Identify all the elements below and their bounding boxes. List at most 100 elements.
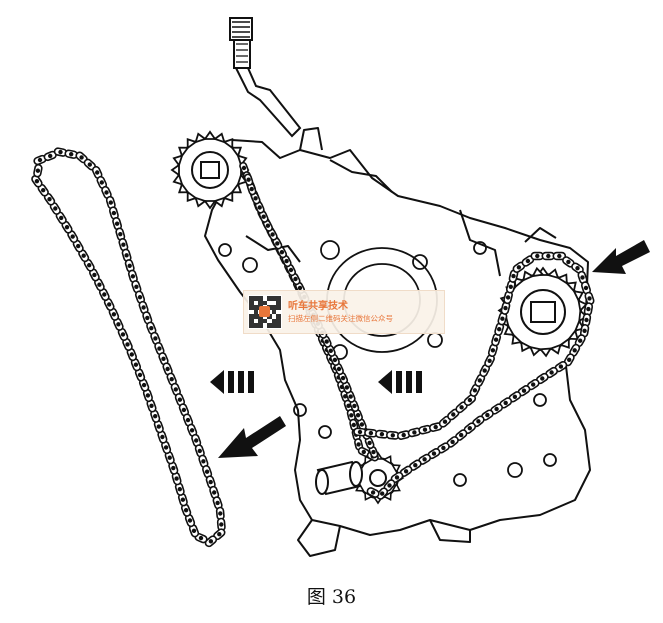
chain-pin (401, 432, 406, 438)
chain-pin (516, 265, 522, 270)
chain-pin (485, 412, 490, 418)
chain-pin (380, 491, 385, 496)
chain-pin (145, 393, 151, 398)
chain-pin (371, 449, 376, 455)
input-shaft (229, 17, 302, 138)
chain-pin (477, 378, 482, 383)
chain-pin (487, 358, 492, 363)
chain-pin (370, 490, 376, 495)
chain-pin (141, 305, 146, 310)
chain-pin (134, 284, 139, 289)
chain-pin (111, 312, 117, 317)
chain-pin (580, 275, 585, 280)
chain-pin (265, 223, 271, 228)
chain-pin (359, 422, 365, 427)
chain-pin (467, 426, 472, 431)
chain-pin (557, 253, 562, 259)
chain-pin (413, 463, 418, 468)
chain-pin (558, 364, 564, 369)
chain-pin (53, 206, 58, 211)
chain-pin (583, 285, 589, 291)
chain-pin (467, 397, 473, 403)
chain-pin (379, 432, 385, 437)
chain-pin (293, 276, 298, 282)
chain-pin (525, 258, 531, 264)
chain-pin (102, 292, 107, 297)
chain-pin (336, 366, 342, 372)
chain-pin (575, 266, 580, 271)
chain-pin (582, 328, 587, 333)
chain-pin (37, 157, 43, 163)
chain-pin (493, 337, 499, 342)
chain-pin (47, 153, 53, 159)
chain-pin (165, 366, 170, 372)
chain-pin (189, 428, 195, 433)
chain-pin (212, 490, 217, 495)
chain-pin (108, 200, 114, 205)
chain-pin (584, 317, 589, 323)
chain-pin (500, 316, 505, 321)
chain-pin (394, 475, 400, 480)
chain-pin (183, 508, 189, 513)
chain-pin (275, 241, 280, 246)
chain-pin (549, 370, 554, 375)
chain-pin (149, 326, 154, 331)
chain-pin (349, 413, 354, 418)
chain-tensioner (315, 460, 363, 496)
chain-pin (261, 214, 266, 219)
chain-pin (70, 234, 75, 239)
chain-pin (503, 305, 508, 311)
chain-pin (511, 273, 516, 279)
chain-pin (253, 196, 258, 201)
chain-pin (476, 419, 481, 424)
chain-pin (177, 397, 183, 402)
chain-pin (160, 434, 165, 440)
chain-pin (79, 155, 84, 160)
chain-pin (503, 400, 508, 406)
chain-pin (412, 430, 417, 435)
chain-pin (433, 424, 438, 430)
chain-pin (81, 253, 86, 258)
chain-pin (137, 295, 143, 300)
chain-pin (127, 263, 132, 268)
chain-pin (153, 414, 158, 419)
chain-pin (441, 445, 446, 451)
chain-pin (86, 263, 92, 268)
chain-pin (204, 469, 210, 474)
chain-pin (114, 221, 120, 226)
chain-pin (241, 165, 247, 171)
chain-pin (352, 403, 357, 409)
chain-pin (173, 387, 179, 392)
chain-pin (356, 442, 361, 447)
chain-pin (75, 243, 81, 249)
chain-pin (34, 179, 40, 184)
chain-pin (194, 438, 199, 443)
chain-pin (546, 253, 551, 259)
figure-caption: 图 36 (306, 586, 357, 608)
chain-pin (497, 327, 502, 332)
chain-pin (451, 412, 456, 417)
chain-pin (157, 346, 162, 351)
chain-pin (181, 407, 187, 413)
chain-pin (332, 357, 338, 363)
qr-logo-icon (259, 306, 270, 317)
chain-pin (137, 372, 143, 378)
chain-pin (355, 413, 361, 418)
chain-pin (340, 375, 346, 381)
chain-pin (279, 250, 285, 255)
chain-pin (47, 197, 52, 202)
oil-pump-housing (218, 240, 557, 487)
chain-pin (348, 394, 353, 399)
chain-pin (97, 282, 102, 287)
chain-pin (111, 210, 117, 216)
chain-pin (208, 479, 213, 485)
chain-pin (566, 259, 571, 265)
chain-pin (328, 348, 333, 353)
chain-pin (130, 274, 136, 279)
chain-pin (129, 352, 135, 357)
chain-pin (118, 232, 123, 237)
chain-pin (572, 348, 577, 353)
chain-pin (482, 368, 487, 373)
chain-pin (217, 531, 222, 537)
chain-pin (133, 362, 139, 367)
